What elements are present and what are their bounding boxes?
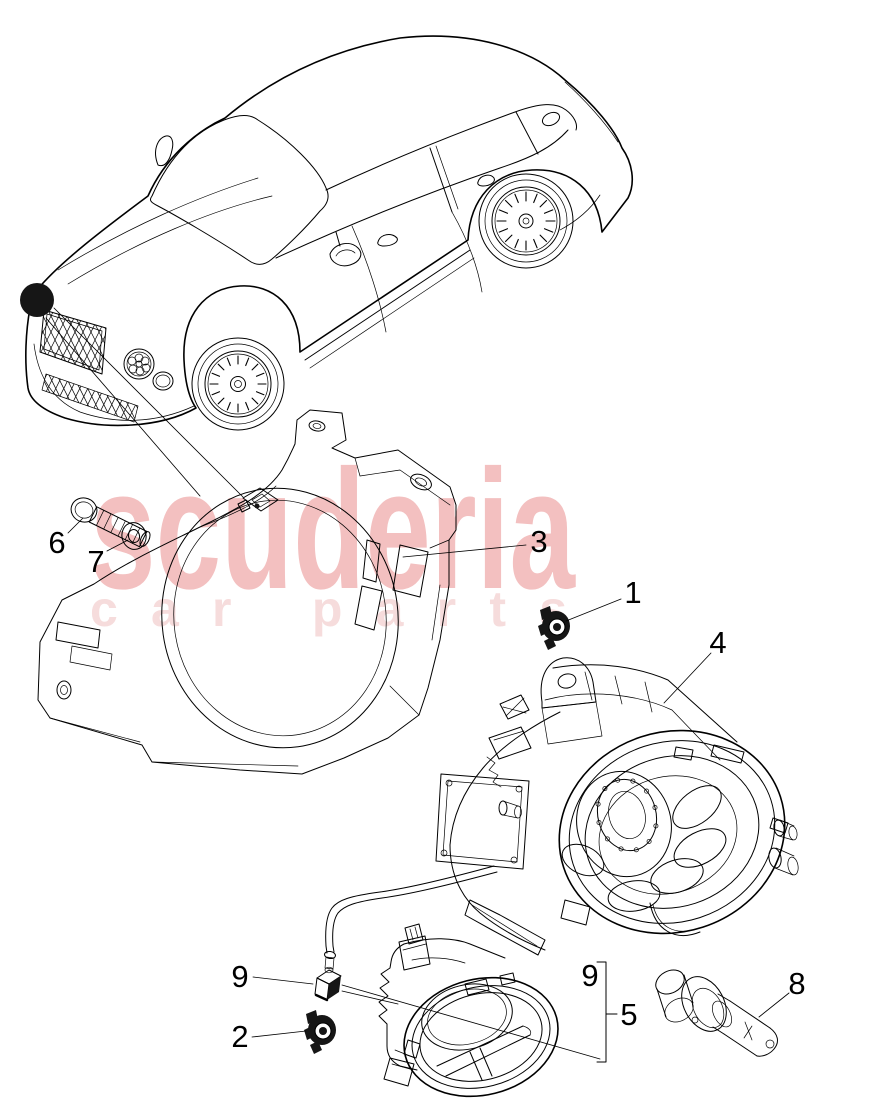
car-rear-wheel [478,173,574,269]
flag-cell [719,534,767,579]
watermark-layer: scuderia car parts [90,435,815,645]
car-side-glass-top [325,104,577,191]
part-7-washer [121,522,147,550]
callout-7-label: 7 [87,544,104,579]
callout-8-leader [758,992,790,1018]
bracket-top-clip [237,487,279,513]
car-rocker-line [304,249,471,361]
callout-9-leader [252,976,314,985]
callout-2-leader [251,1030,307,1038]
part-5-foglamp-assembly [378,923,559,1098]
headlamp-harness [486,694,532,819]
flag-cell [596,534,644,579]
car-windshield [149,115,329,265]
car-grille [39,309,139,423]
car-beltline [275,129,569,259]
headlamp-projector [576,770,672,878]
car-front-door-line [351,225,387,333]
vehicle-illustration [20,35,634,498]
headlamp-adjuster-studs [768,819,799,876]
car-headlight-drawing [123,348,174,391]
callout-4-leader [663,652,712,704]
car-c-pillar [515,111,539,155]
flag-cell [746,578,794,623]
headlamp-reflector-openings [561,785,727,912]
car-hood-crease [57,177,259,271]
callout-7-leader [106,539,129,552]
checkered-flag-watermark [596,467,815,645]
headlamp-vent-tube [324,865,498,974]
headlamp-mounting-ear [540,657,603,745]
flag-cell [644,512,692,557]
part-8-bulb [655,969,778,1057]
car-body-outline [25,35,634,427]
flag-cell [692,489,740,534]
car-door-handle-rear [477,174,495,187]
flag-cell [617,467,665,512]
group-bracket-5 [341,961,618,1063]
car-rear-door-line [451,211,483,293]
part-4-headlamp-assembly [324,657,799,974]
callout-3-leader [402,544,527,558]
part-1-bulb-socket [538,606,570,650]
flag-cell [671,556,719,601]
foglamp-lens-opening [421,983,513,1051]
headlamp-lower-arm [464,899,546,956]
foglamp-bezel [403,976,559,1098]
callout-1-leader [565,598,622,622]
callout-2-label: 2 [231,1019,248,1054]
headlamp-location-marker [20,283,54,317]
watermark-brand-text: scuderia [90,435,576,625]
headlamp-bezel [558,729,786,935]
callout-9-label: 9 [581,958,598,993]
callout-3-label: 3 [530,524,547,559]
car-left-mirror [155,135,174,167]
callout-labels: 1 2 3 4 5 67 8 9 9 [48,517,806,1054]
car-right-mirror [329,231,362,267]
marker-leader-lines [45,307,244,498]
part-2-bulb-socket [304,1010,336,1054]
part-3-mounting-bracket [37,409,457,775]
car-door-handle-front [377,234,398,247]
callout-1-label: 1 [624,575,641,610]
foglamp-connector [398,923,431,971]
car-fuel-cap [541,111,561,127]
callout-6-label: 6 [48,525,65,560]
callout-4-label: 4 [709,625,726,660]
car-front-wheel [191,337,285,431]
flag-cell [767,511,815,556]
callout-8-label: 8 [788,966,805,1001]
callout-6-leader [67,517,84,534]
headlamp-ecu-block [435,773,530,870]
callout-5-label: 5 [620,997,637,1032]
car-b-pillar [429,147,453,213]
part-9-retaining-clip [314,969,342,1002]
callout-9-label: 9 [231,959,248,994]
